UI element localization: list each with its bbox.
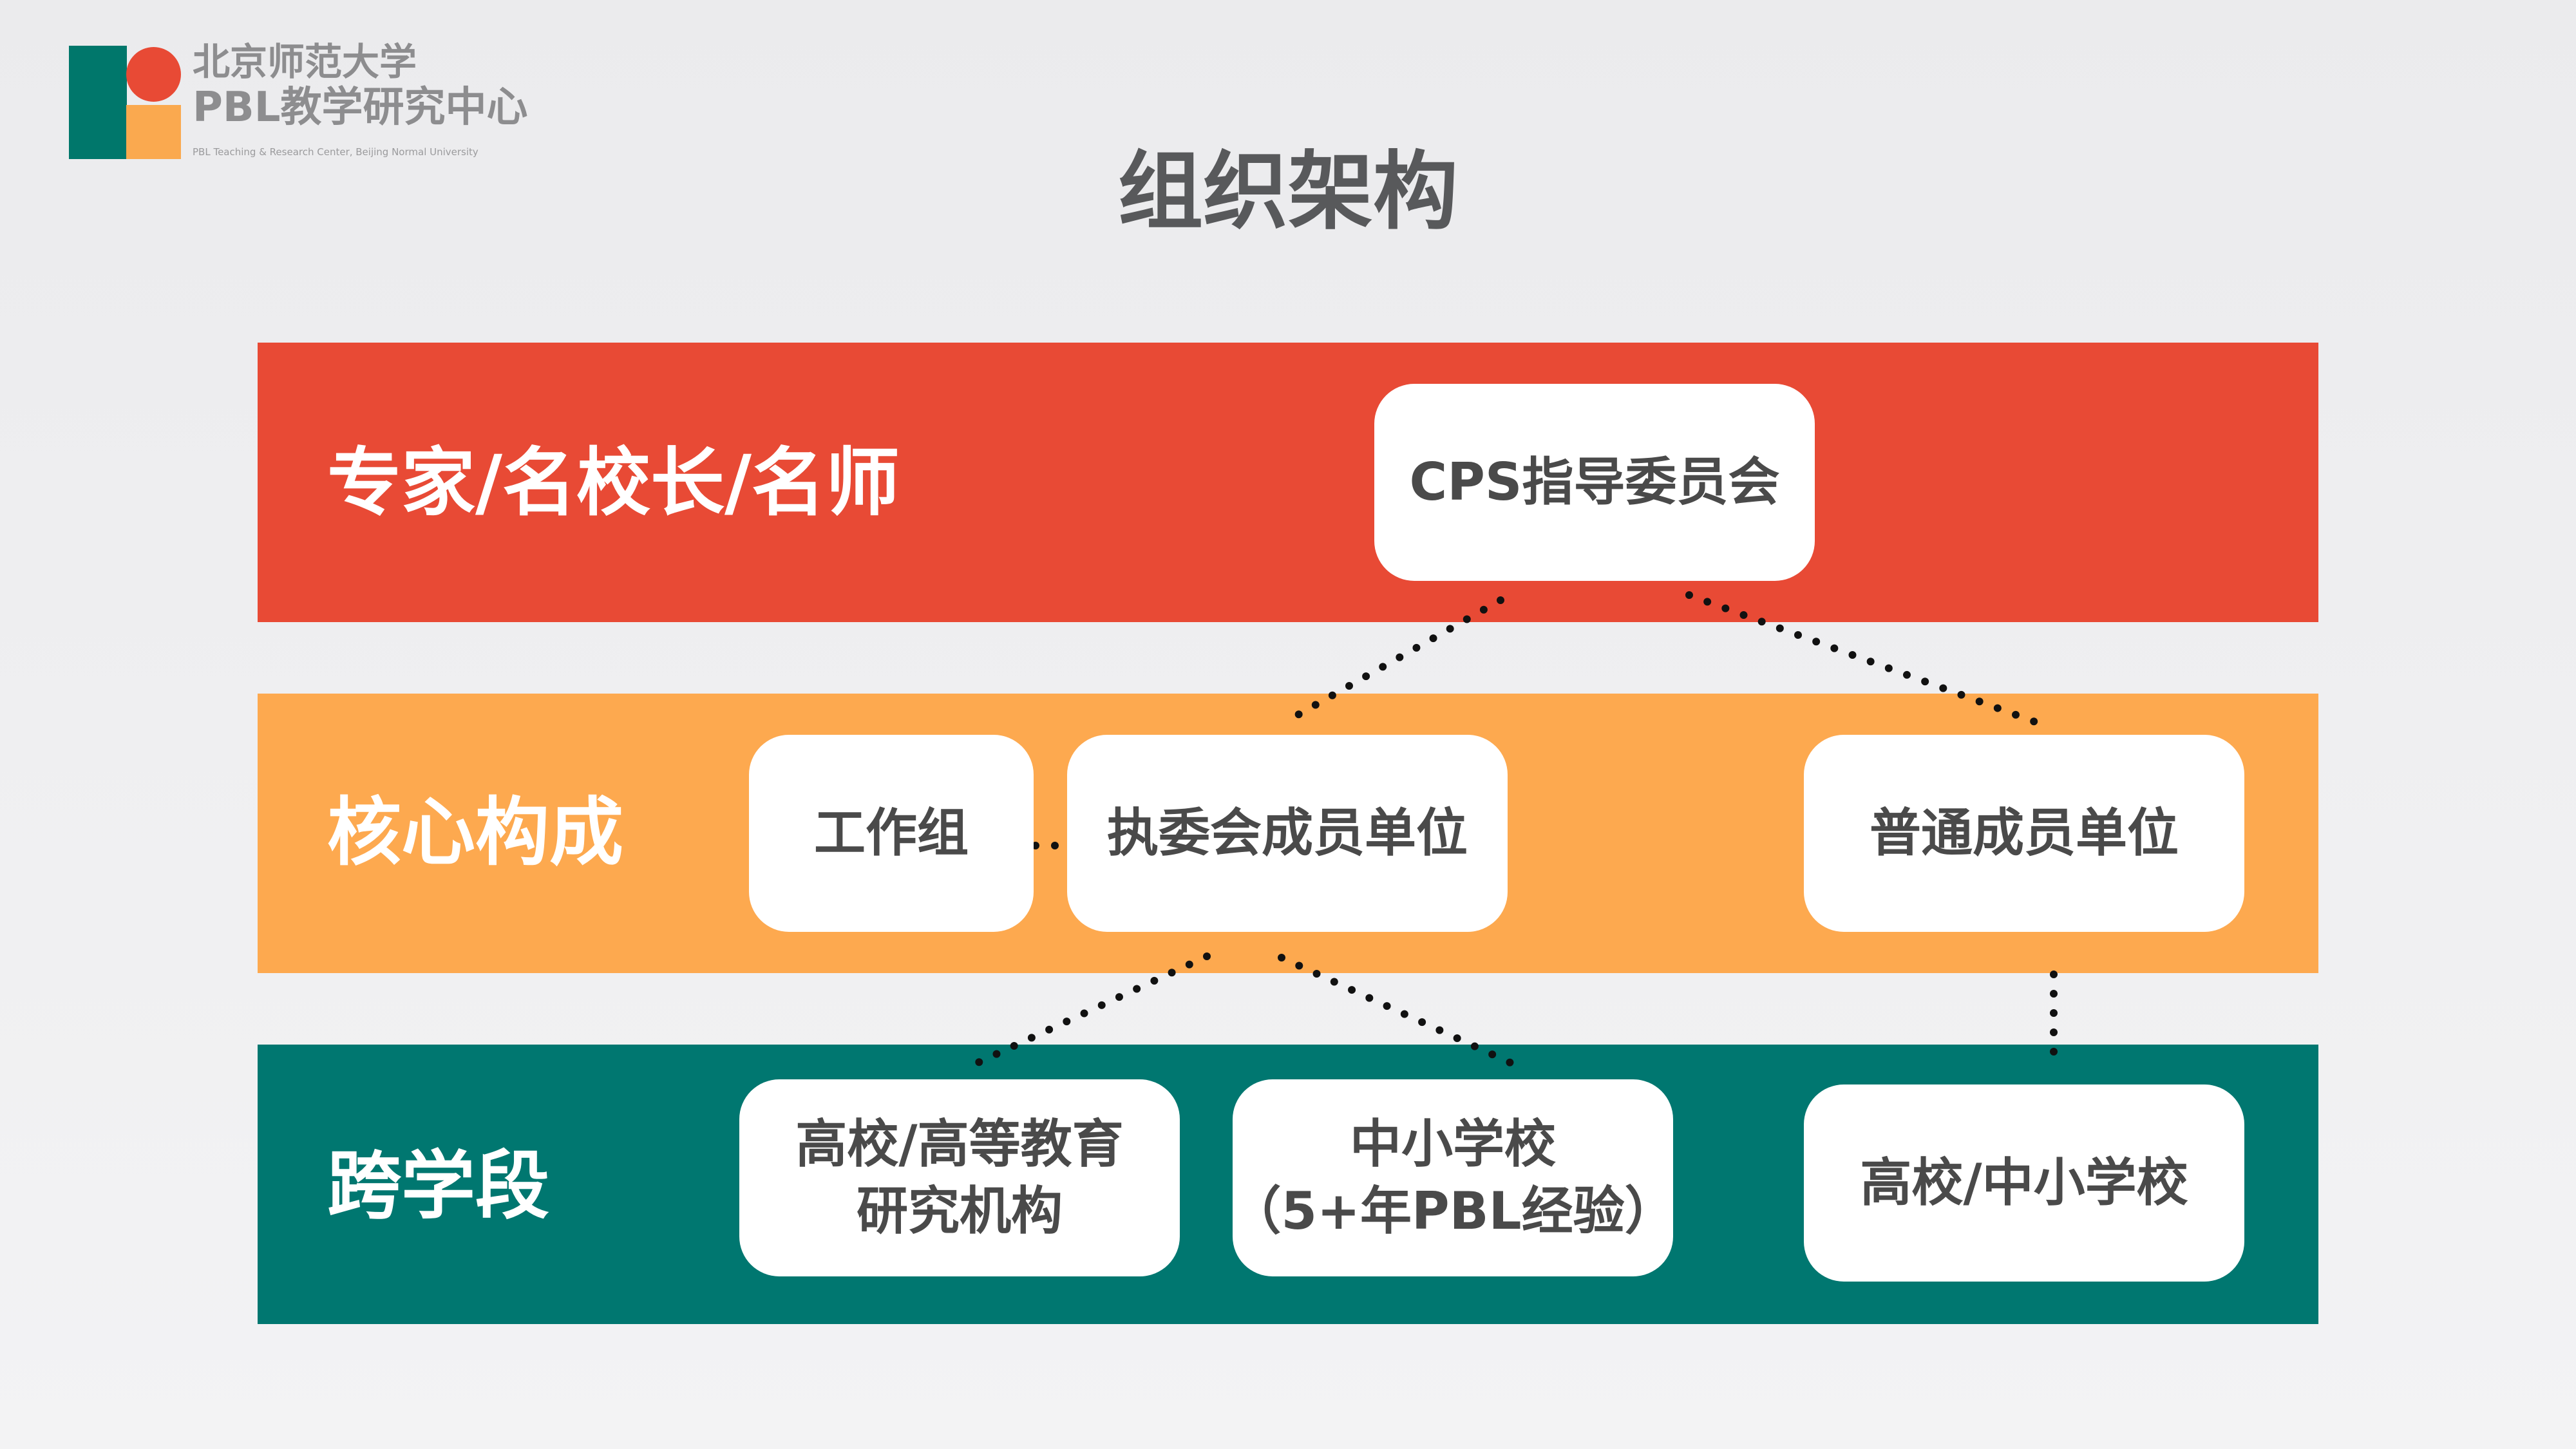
node-university-research-line2: 研究机构 [857,1181,1063,1241]
band-label-cross: 跨学段 [327,1143,550,1229]
node-university-k12-label: 高校/中小学校 [1860,1153,2188,1213]
center-logo: 北京师范大学 PBL教学研究中心 PBL Teaching & Research… [69,40,533,168]
node-general-members-label: 普通成员单位 [1870,803,2179,863]
logo-english-name: PBL Teaching & Research Center, Beijing … [193,146,478,158]
node-k12-schools: 中小学校 （5+年PBL经验） [1229,1079,1676,1276]
logo-green-block [69,46,127,159]
band-expert [258,343,2318,622]
node-university-research-line1: 高校/高等教育 [795,1114,1124,1174]
node-university-research: 高校/高等教育 研究机构 [739,1079,1180,1276]
connector-executive-university [959,952,1211,1074]
node-university-k12: 高校/中小学校 [1804,1084,2244,1282]
node-working-group-label: 工作组 [814,803,969,863]
node-cps-label: CPS指导委员会 [1409,452,1780,512]
node-k12-schools-line2: （5+年PBL经验） [1229,1181,1676,1241]
logo-center-name: PBL教学研究中心 [193,84,528,131]
logo-mark [69,46,181,159]
node-k12-schools-line1: 中小学校 [1350,1114,1556,1174]
slide-title: 组织架构 [1118,142,1458,242]
node-executive-members: 执委会成员单位 [1067,735,1508,932]
band-label-expert: 专家/名校长/名师 [327,440,900,526]
connector-executive-k12 [1278,954,1530,1074]
node-working-group: 工作组 [749,735,1034,932]
logo-orange-square [126,105,181,159]
connector-cps-executive [1286,596,1504,723]
node-general-members: 普通成员单位 [1804,735,2244,932]
connector-cps-general [1685,591,2041,726]
band-label-core: 核心构成 [327,790,624,876]
node-cps-committee: CPS指导委员会 [1374,384,1815,581]
node-executive-members-label: 执委会成员单位 [1107,803,1468,863]
logo-red-circle [126,47,181,102]
logo-university-name: 北京师范大学 [193,40,417,84]
